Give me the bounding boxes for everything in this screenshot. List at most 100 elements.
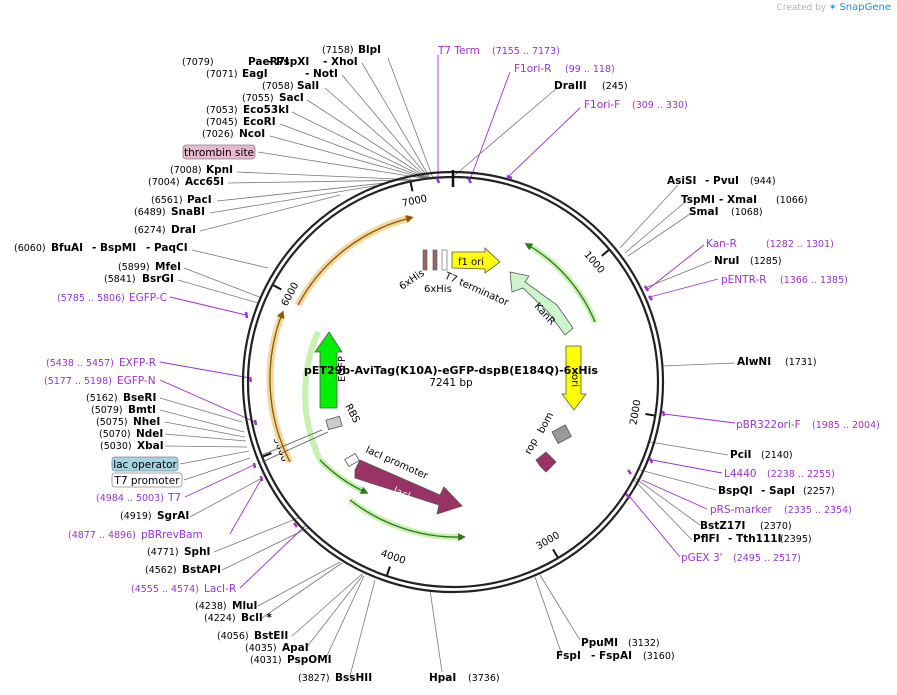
restriction-site-name: KpnI xyxy=(206,164,233,176)
tick-mark xyxy=(409,182,414,192)
restriction-site-position: (5079) xyxy=(91,405,123,416)
restriction-site-name: BfuAI xyxy=(51,242,83,254)
primer-name: pENTR-R xyxy=(721,274,767,286)
restriction-site-name: - PvuI xyxy=(705,175,739,187)
restriction-site-name: - XmaI xyxy=(719,194,757,206)
primer-labels: T7 Term(7155 .. 7173)F1ori-R(99 .. 118)F… xyxy=(44,45,880,595)
primer-position: (2238 .. 2255) xyxy=(767,469,835,480)
primer-position: (1282 .. 1301) xyxy=(766,239,834,250)
restriction-site-name: SmaI xyxy=(689,206,719,218)
6xhis-label-1: 6xHis xyxy=(398,268,427,293)
restriction-site-name: - Tth111I xyxy=(728,533,782,545)
restriction-site-name: - XhoI xyxy=(323,56,358,68)
egfp-feature xyxy=(314,331,343,409)
restriction-site-position: (944) xyxy=(750,176,776,187)
plasmid-name: pET29b-AviTag(K10A)-eGFP-dspB(E184Q)-6xH… xyxy=(304,364,598,377)
restriction-site-position: (4056) xyxy=(217,631,249,642)
laci-feature xyxy=(354,459,463,515)
restriction-site-name: PacI xyxy=(187,194,212,206)
restriction-site-name: SalI xyxy=(297,80,319,92)
snapgene-logo-icon: ✶ xyxy=(829,3,837,13)
primer-name: F1ori-F xyxy=(584,99,620,111)
restriction-site-position: (4238) xyxy=(195,601,227,612)
ori-label: ori xyxy=(569,374,580,387)
rbs-label: RBS xyxy=(342,402,361,425)
restriction-site-name: - FspAI xyxy=(591,650,632,662)
restriction-site-name: PpuMI xyxy=(581,637,618,649)
rop-feature xyxy=(535,451,557,473)
primer-name: EGFP-C xyxy=(129,292,167,304)
restriction-site-name: EagI xyxy=(242,68,268,80)
t7-terminator-feature xyxy=(441,249,448,271)
tick-label: 1000 xyxy=(581,249,606,276)
t7-terminator-label: T7 terminator xyxy=(442,270,511,309)
restriction-site-name: Acc65I xyxy=(185,176,224,188)
restriction-site-name: - PaqCI xyxy=(146,242,188,254)
restriction-site-position: (7026) xyxy=(202,129,234,140)
primer-name: pBRrevBam xyxy=(141,529,203,541)
primer-position: (4984 .. 5003) xyxy=(96,493,164,504)
restriction-site-position: (7008) xyxy=(170,165,202,176)
restriction-site-name: Eco53kI xyxy=(243,104,289,116)
restriction-site-name: NruI xyxy=(714,255,739,267)
restriction-site-position: (6489) xyxy=(134,207,166,218)
restriction-site-position: (4771) xyxy=(147,547,179,558)
restriction-site-name: HpaI xyxy=(429,672,456,684)
restriction-site-name: SphI xyxy=(184,546,210,558)
restriction-site-name: XbaI xyxy=(137,440,164,452)
tick-mark xyxy=(645,412,655,417)
f1-ori-label: f1 ori xyxy=(458,257,484,268)
primer-position: (5177 .. 5198) xyxy=(44,376,112,387)
primer-position: (4555 .. 4574) xyxy=(131,584,199,595)
restriction-site-position: (6561) xyxy=(151,195,183,206)
primer-position: (4877 .. 4896) xyxy=(68,530,136,541)
thrombin-site-label: thrombin site xyxy=(184,147,254,159)
restriction-site-name: PspOMI xyxy=(287,654,332,666)
restriction-site-position: (5899) xyxy=(118,262,150,273)
tick-mark xyxy=(262,452,272,458)
restriction-site-position: (2370) xyxy=(760,521,792,532)
tick-label: 4000 xyxy=(379,548,407,567)
restriction-site-name: DraI xyxy=(171,224,196,236)
restriction-site-name: AsiSI xyxy=(667,175,696,187)
primer-position: (99 .. 118) xyxy=(565,64,615,75)
restriction-site-position: (4562) xyxy=(145,565,177,576)
restriction-site-position: (4224) xyxy=(204,613,236,624)
restriction-site-name: BstAPI xyxy=(182,564,221,576)
primer-position: (7155 .. 7173) xyxy=(492,46,560,57)
rbs-feature xyxy=(325,415,343,431)
restriction-site-name: ApaI xyxy=(282,642,309,654)
restriction-site-name: BspQI xyxy=(718,485,753,497)
restriction-site-position: (7045) xyxy=(206,117,238,128)
restriction-site-name: FspI xyxy=(556,650,581,662)
restriction-site-position: (7158) xyxy=(322,45,354,56)
restriction-site-name: NdeI xyxy=(136,428,163,440)
restriction-site-name: - PspXI xyxy=(268,56,309,68)
restriction-site-name: BmtI xyxy=(128,404,156,416)
tick-mark xyxy=(601,249,610,257)
restriction-site-name: - BspMI xyxy=(92,242,136,254)
restriction-site-name: - SapI xyxy=(761,485,795,497)
bom-feature xyxy=(551,424,572,445)
restriction-site-name: PflFI xyxy=(693,533,720,545)
primer-leaders xyxy=(159,55,736,589)
restriction-site-position: (7079) xyxy=(182,57,214,68)
restriction-site-name: SgrAI xyxy=(157,510,189,522)
restriction-site-name: BlpI xyxy=(358,44,381,56)
restriction-site-position: (5162) xyxy=(86,393,118,404)
primer-position: (1985 .. 2004) xyxy=(812,420,880,431)
restriction-site-position: (7053) xyxy=(206,105,238,116)
primer-position: (2335 .. 2354) xyxy=(784,505,852,516)
thrombin-site-box xyxy=(182,144,256,160)
primer-position: (5438 .. 5457) xyxy=(46,358,114,369)
snapgene-credit: Created by ✶ SnapGene xyxy=(777,2,891,13)
primer-name: EXFP-R xyxy=(119,357,156,369)
restriction-site-position: (7004) xyxy=(148,177,180,188)
restriction-site-name: NcoI xyxy=(239,128,265,140)
primer-name: LacI-R xyxy=(204,583,236,595)
tick-label: 2000 xyxy=(628,399,643,426)
restriction-site-position: (3160) xyxy=(643,651,675,662)
restriction-site-position: (4031) xyxy=(250,655,282,666)
laci-promoter-feature xyxy=(344,452,360,468)
